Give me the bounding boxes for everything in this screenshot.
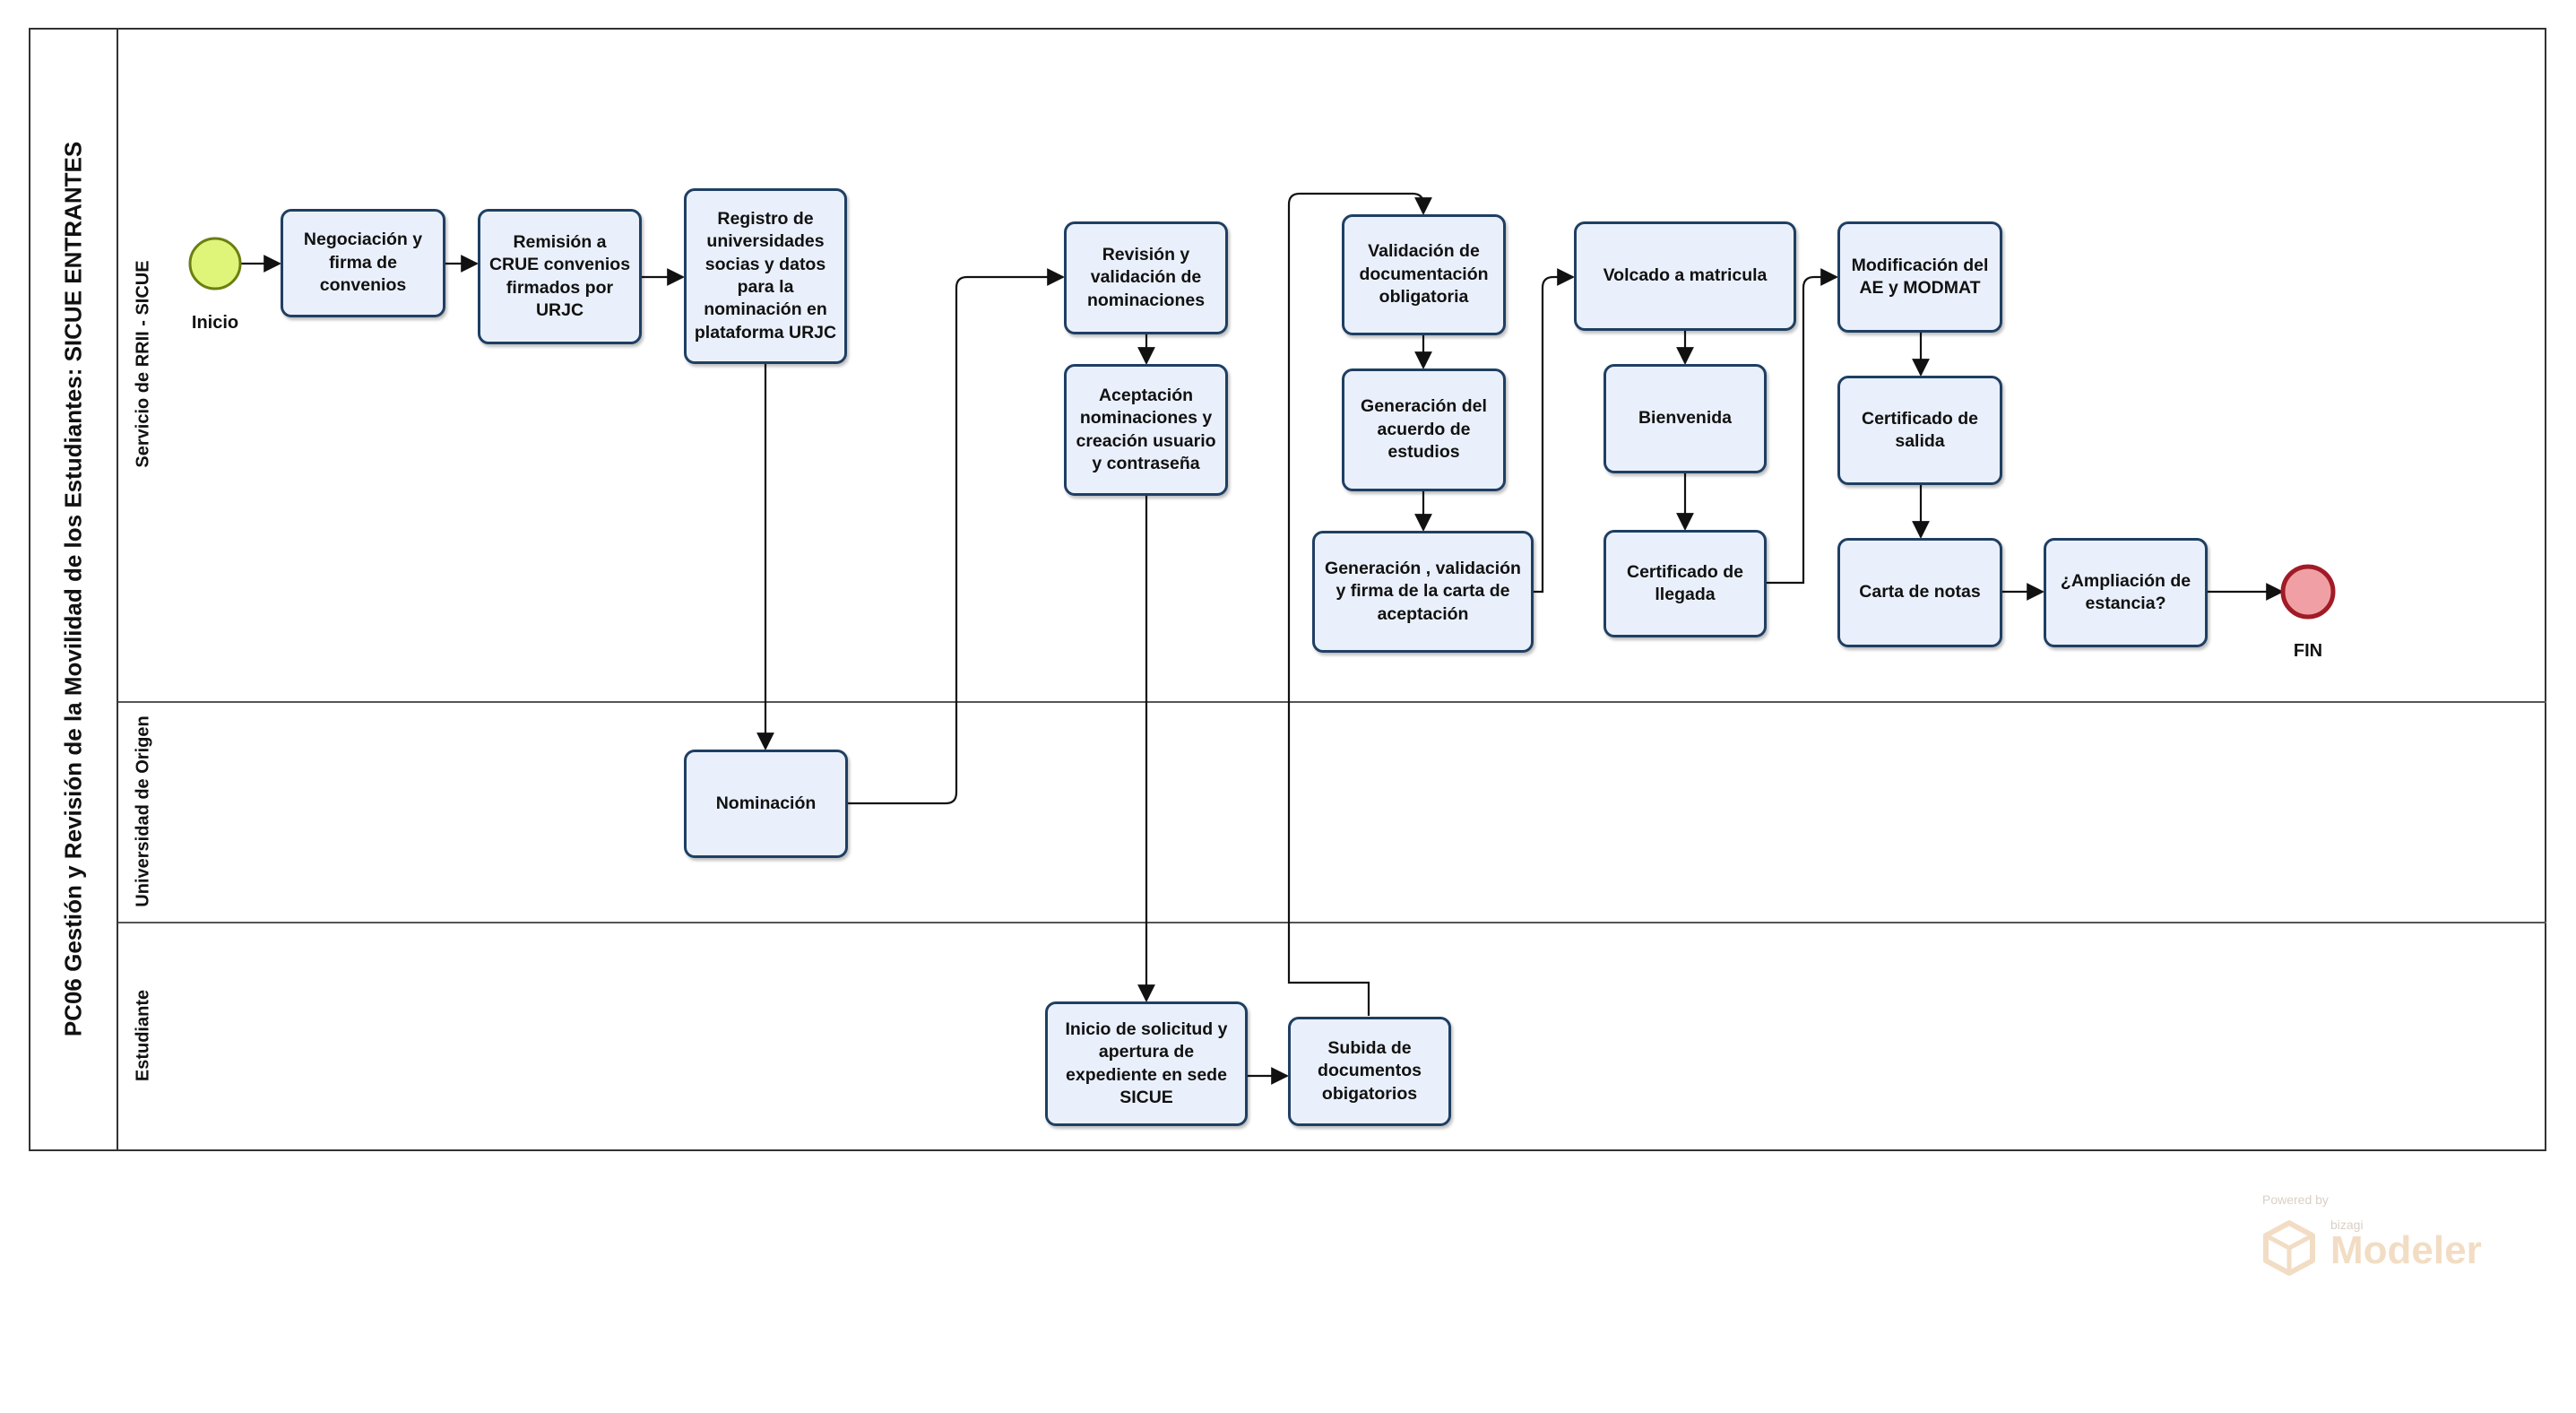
task-inicio-solicitud[interactable]: Inicio de solicitud y apertura de expedi… <box>1045 1001 1248 1126</box>
end-event-label: FIN <box>2293 641 2323 661</box>
task-registro-universidades[interactable]: Registro de universidades socias y datos… <box>684 188 847 364</box>
task-modificacion-ae-modmat[interactable]: Modificación del AE y MODMAT <box>1837 221 2002 333</box>
bizagi-watermark: Powered by bizagi Modeler <box>2259 1192 2492 1282</box>
lane-separator <box>118 701 2546 703</box>
task-certificado-salida[interactable]: Certificado de salida <box>1837 376 2002 485</box>
task-volcado-matricula[interactable]: Volcado a matricula <box>1574 221 1796 331</box>
task-negociacion-firma-convenios[interactable]: Negociación y firma de convenios <box>281 209 445 317</box>
flow-carta-volcado <box>1534 268 1575 594</box>
task-bienvenida[interactable]: Bienvenida <box>1604 364 1767 473</box>
task-generacion-acuerdo[interactable]: Generación del acuerdo de estudios <box>1342 368 1506 491</box>
task-subida-documentos[interactable]: Subida de documentos obigatorios <box>1288 1017 1451 1126</box>
lane-separator <box>118 922 2546 923</box>
task-remision-crue[interactable]: Remisión a CRUE convenios firmados por U… <box>478 209 642 344</box>
pool <box>29 28 2546 1151</box>
watermark-brand-text: bizagi <box>2330 1218 2364 1232</box>
watermark-powered-text: Powered by <box>2262 1192 2329 1207</box>
task-ampliacion-estancia[interactable]: ¿Ampliación de estancia? <box>2044 538 2208 647</box>
watermark-product-text: Modeler <box>2330 1228 2482 1272</box>
flow-subida-validacion <box>1287 192 1432 1016</box>
task-validacion-documentacion[interactable]: Validación de documentación obligatoria <box>1342 214 1506 335</box>
task-nominacion[interactable]: Nominación <box>684 750 848 858</box>
flow-llegada-modificacion <box>1767 268 1838 585</box>
start-event-label: Inicio <box>191 313 239 333</box>
flow-nominacion-revision <box>848 268 1065 805</box>
task-generacion-carta-aceptacion[interactable]: Generación , validación y firma de la ca… <box>1312 531 1534 653</box>
start-event <box>188 237 242 290</box>
task-certificado-llegada[interactable]: Certificado de llegada <box>1604 530 1767 637</box>
bizagi-logo-icon <box>2263 1220 2315 1276</box>
task-aceptacion-nominaciones[interactable]: Aceptación nominaciones y creación usuar… <box>1064 364 1228 496</box>
task-revision-nominaciones[interactable]: Revisión y validación de nominaciones <box>1064 221 1228 334</box>
end-event <box>2280 564 2336 620</box>
task-carta-notas[interactable]: Carta de notas <box>1837 538 2002 647</box>
pool-header <box>29 28 118 1151</box>
